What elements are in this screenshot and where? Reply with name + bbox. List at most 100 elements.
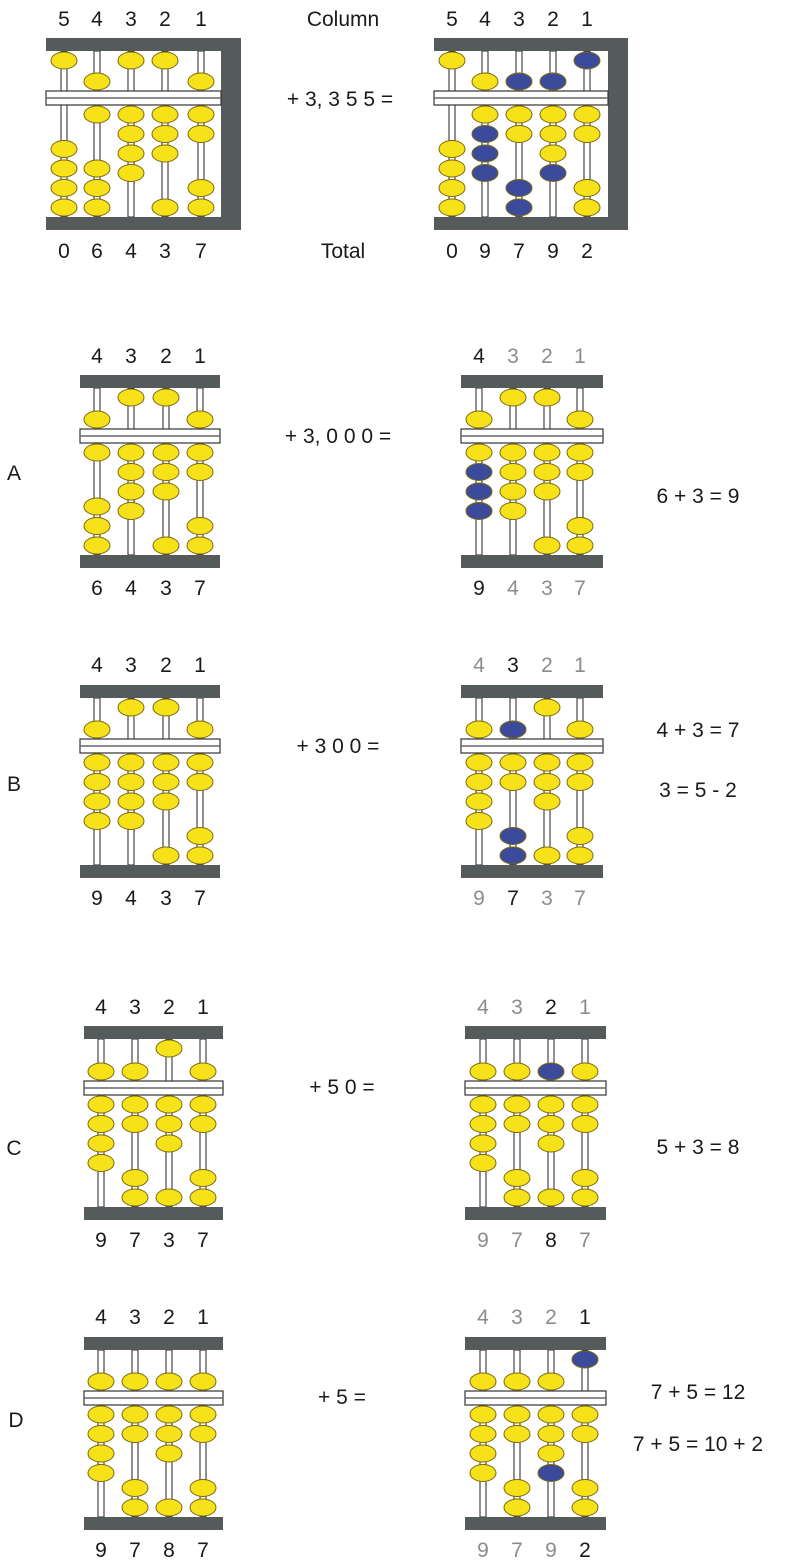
header-abacus-after-earth-bead-1-4: [438, 198, 466, 217]
step-d-abacus-before-earth-bead-4-3: [189, 1479, 217, 1497]
step-d-abacus-before-earth-bead-1-2: [87, 1425, 115, 1443]
header-abacus-after-top-bar: [434, 38, 628, 51]
step-c-abacus-after-earth-bead-2-4: [503, 1188, 531, 1207]
step-c-before-digit: 7: [129, 1229, 141, 1252]
step-d-after-column-label: 1: [579, 1306, 591, 1329]
step-d-abacus-before-earth-bead-2-3: [121, 1479, 149, 1497]
step-a-abacus-before-earth-bead-1-2: [83, 497, 111, 516]
step-c-abacus-before-earth-bead-1-4: [87, 1154, 115, 1172]
step-c-abacus-after-earth-bead-1-1: [469, 1095, 497, 1114]
header-abacus-after-heaven-bead-1: [438, 51, 466, 70]
step-c-abacus-after-heaven-bead-4: [571, 1062, 599, 1081]
step-b-abacus-after-earth-bead-3-2: [533, 773, 561, 791]
step-b-abacus-after-earth-bead-2-3: [499, 827, 527, 845]
step-d-abacus-after-earth-bead-2-4: [503, 1498, 531, 1517]
step-b-abacus-before-earth-bead-4-1: [186, 753, 214, 772]
step-a-abacus-after-earth-bead-3-3: [533, 482, 561, 501]
step-d-abacus-before-earth-bead-1-3: [87, 1444, 115, 1463]
header-before-digit: 0: [58, 240, 70, 263]
step-b-abacus-before-earth-bead-2-3: [117, 792, 145, 811]
step-b-abacus-after-heaven-bead-2: [499, 720, 527, 739]
step-b-abacus-before-earth-bead-2-1: [117, 753, 145, 772]
step-c-abacus-after-earth-bead-1-4: [469, 1154, 497, 1172]
header-abacus-after-earth-bead-1-1: [438, 140, 466, 158]
header-abacus-after-earth-bead-5-3: [573, 179, 601, 197]
step-c-abacus-before-earth-bead-4-4: [189, 1188, 217, 1207]
step-c-abacus-before-earth-bead-2-1: [121, 1095, 149, 1114]
step-d-after-column-label: 3: [511, 1306, 523, 1329]
header-before-column-label: 1: [195, 8, 207, 31]
step-b-abacus-after: [460, 685, 604, 878]
step-b-after-digit: 7: [574, 887, 586, 910]
step-d-abacus-before-bottom-bar: [84, 1517, 223, 1530]
step-d-abacus-after-top-bar: [465, 1337, 606, 1350]
header-abacus-after-earth-bead-5-2: [573, 125, 601, 143]
step-c-operation: + 5 0 =: [309, 1076, 374, 1099]
step-d-abacus-before-earth-bead-2-2: [121, 1425, 149, 1443]
header-abacus-after-earth-bead-4-3: [539, 144, 567, 163]
header-abacus-before-earth-bead-4-1: [151, 105, 179, 124]
header-after-column-label: 3: [513, 8, 525, 31]
step-d-abacus-after-earth-bead-2-1: [503, 1405, 531, 1424]
step-d-abacus-before-earth-bead-3-4: [155, 1498, 183, 1517]
step-b-abacus-after-heaven-bead-4: [566, 720, 594, 739]
step-d-abacus-before-earth-bead-2-1: [121, 1405, 149, 1424]
step-c-after-column-label: 4: [477, 996, 489, 1019]
step-d-abacus-after-earth-bead-3-1: [537, 1405, 565, 1424]
step-d-abacus-after-heaven-bead-3: [537, 1372, 565, 1391]
step-a-abacus-before-earth-bead-4-2: [186, 463, 214, 481]
step-c-before-digit: 9: [95, 1229, 107, 1252]
step-c-letter: C: [6, 1137, 21, 1160]
step-b-abacus-before-earth-bead-4-3: [186, 827, 214, 845]
step-b-abacus-after-earth-bead-3-4: [533, 846, 561, 865]
step-a-abacus-before-earth-bead-4-4: [186, 536, 214, 555]
step-a-abacus-after-earth-bead-1-2: [465, 463, 493, 481]
header-abacus-after-earth-bead-3-2: [505, 125, 533, 143]
header-abacus-before-earth-bead-5-4: [187, 198, 215, 217]
header-abacus-after-earth-bead-1-2: [438, 159, 466, 178]
step-a-after-column-label: 4: [473, 345, 485, 368]
step-b-abacus-after-earth-bead-2-1: [499, 753, 527, 772]
header-abacus-after-heaven-bead-5: [573, 51, 601, 70]
step-b-after-digit: 9: [473, 887, 485, 910]
step-a-before-digit: 4: [125, 577, 137, 600]
step-d-letter: D: [8, 1409, 23, 1432]
step-d-abacus-before-earth-bead-4-4: [189, 1498, 217, 1517]
step-b-after-digit: 7: [507, 887, 519, 910]
header-abacus-after-earth-bead-4-2: [539, 125, 567, 143]
step-a-abacus-after-earth-bead-1-3: [465, 482, 493, 501]
header-abacus-after-earth-bead-1-3: [438, 179, 466, 197]
step-d-after-digit: 9: [545, 1539, 557, 1562]
header-after-column-label: 1: [581, 8, 593, 31]
step-a-abacus-before-earth-bead-4-1: [186, 443, 214, 462]
step-c-abacus-after-earth-bead-4-4: [571, 1188, 599, 1207]
step-a-after-column-label: 1: [574, 345, 586, 368]
step-a-abacus-after-earth-bead-2-3: [499, 482, 527, 501]
step-d-abacus-after-earth-bead-4-4: [571, 1498, 599, 1517]
step-b-letter: B: [7, 773, 21, 796]
step-a-before-column-label: 3: [125, 345, 137, 368]
total-label: Total: [321, 240, 365, 263]
step-c-after-digit: 9: [477, 1229, 489, 1252]
step-a-before-column-label: 1: [194, 345, 206, 368]
step-d-abacus-after-heaven-bead-1: [469, 1372, 497, 1391]
step-c-abacus-after-earth-bead-2-2: [503, 1115, 531, 1133]
step-d-after-digit: 9: [477, 1539, 489, 1562]
step-a-after-digit: 4: [507, 577, 519, 600]
step-a-after-digit: 7: [574, 577, 586, 600]
step-d-abacus-before-top-bar: [84, 1337, 223, 1350]
step-d-abacus-after-earth-bead-2-3: [503, 1479, 531, 1497]
step-b-abacus-before-earth-bead-3-2: [152, 773, 180, 791]
step-a-abacus-before-earth-bead-3-3: [152, 482, 180, 501]
step-b-abacus-before-earth-bead-2-2: [117, 773, 145, 791]
step-a-abacus-before-earth-bead-1-1: [83, 443, 111, 462]
step-b-abacus-before: [79, 685, 221, 878]
step-c-abacus-before-earth-bead-3-2: [155, 1115, 183, 1133]
step-a-abacus-after: [460, 375, 604, 568]
step-a-abacus-after-earth-bead-4-2: [566, 463, 594, 481]
step-c-after-digit: 8: [545, 1229, 557, 1252]
step-d-abacus-after-earth-bead-3-2: [537, 1425, 565, 1443]
header-abacus-before-heaven-bead-2: [83, 72, 111, 91]
step-d-note: 7 + 5 = 10 + 2: [633, 1433, 763, 1456]
header-abacus-before-earth-bead-3-1: [117, 105, 145, 124]
